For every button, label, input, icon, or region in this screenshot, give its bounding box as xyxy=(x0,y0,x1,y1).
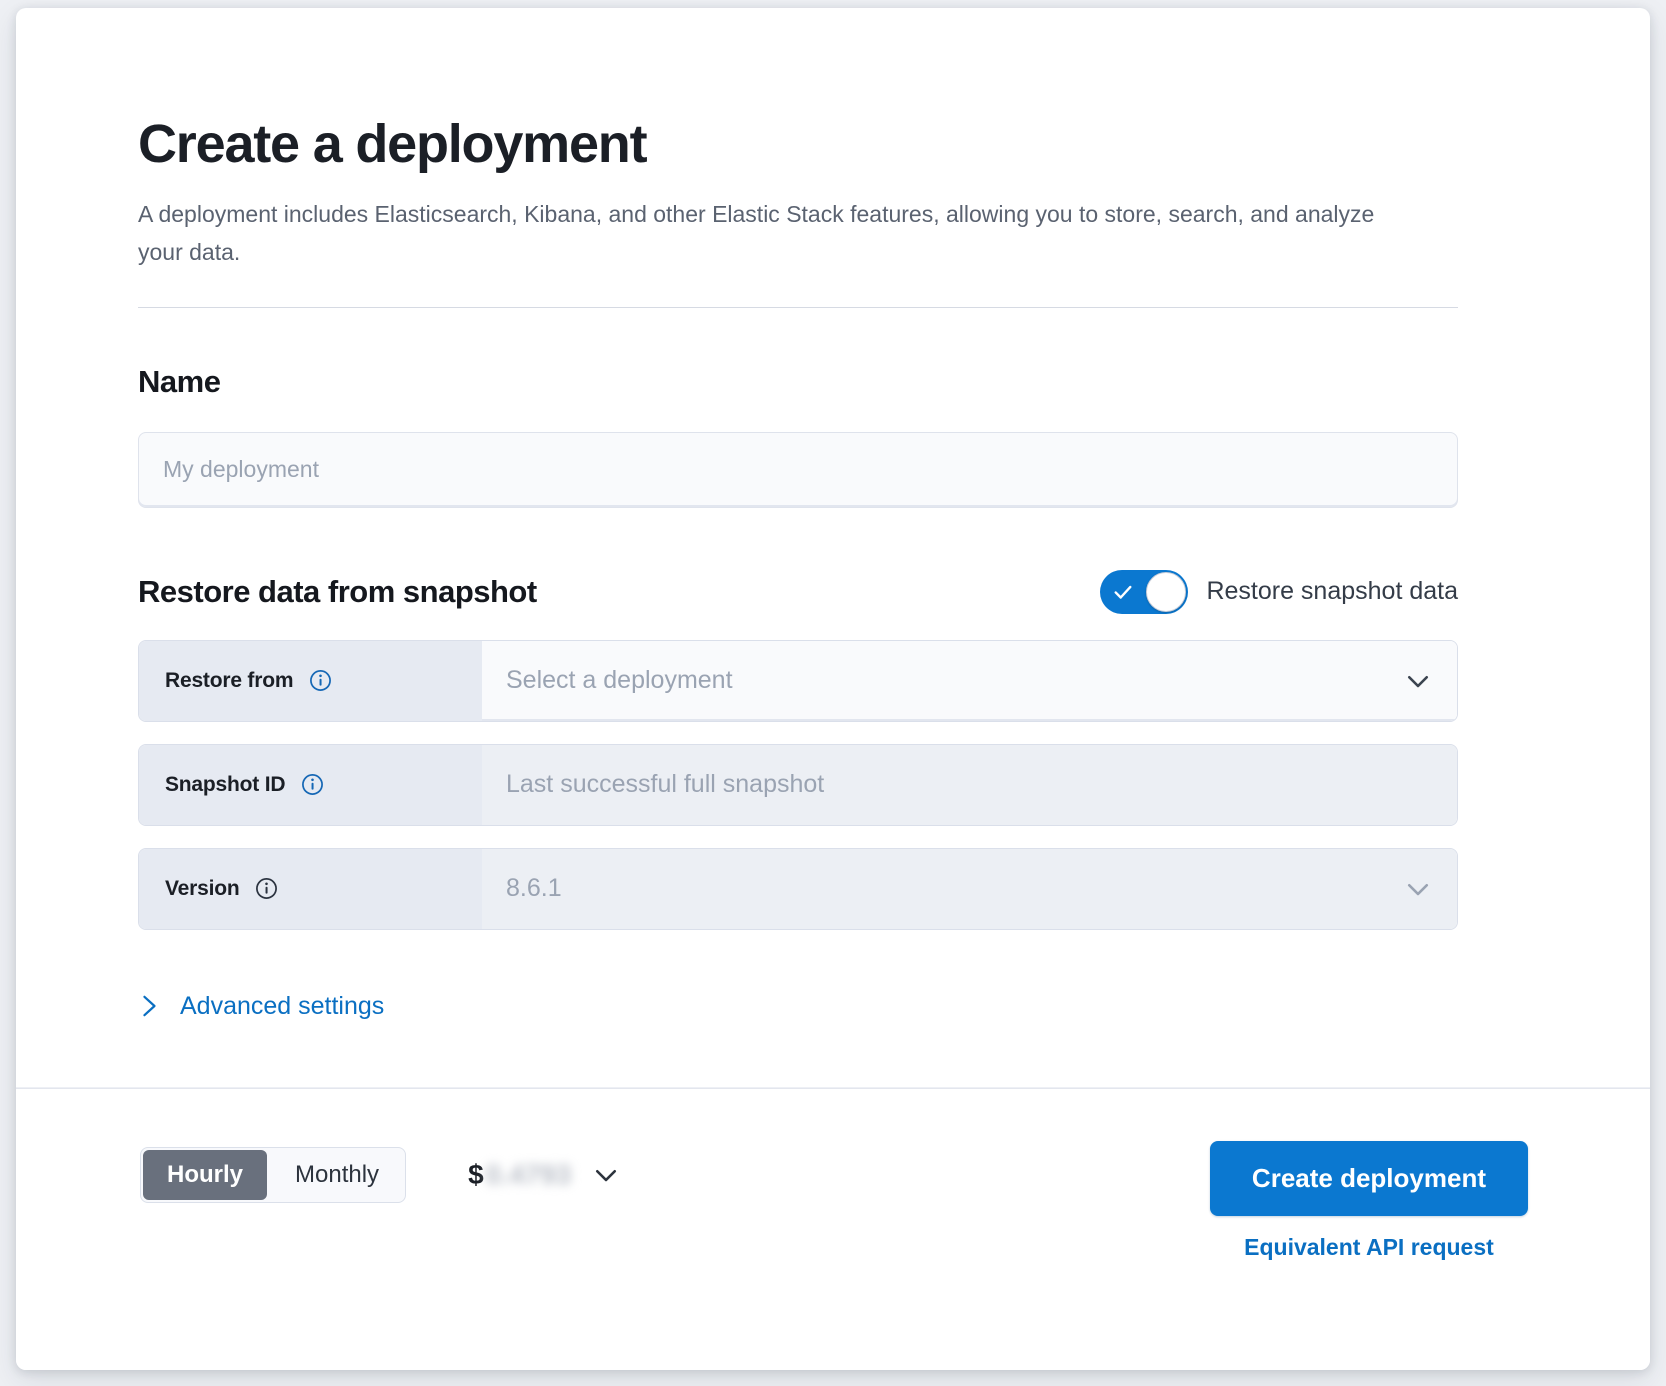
form-body: Create a deployment A deployment include… xyxy=(16,8,1650,1088)
create-deployment-window: Create a deployment A deployment include… xyxy=(16,8,1650,1370)
restore-from-select[interactable]: Select a deployment xyxy=(482,640,1457,721)
billing-option-hourly[interactable]: Hourly xyxy=(143,1150,268,1200)
snapshot-id-label: Snapshot ID xyxy=(165,772,286,796)
price-group[interactable]: $ 0.4793 xyxy=(468,1159,621,1191)
name-section: Name My deployment xyxy=(138,364,1458,508)
snapshot-id-input[interactable]: Last successful full snapshot xyxy=(482,744,1457,825)
check-icon xyxy=(1114,585,1132,599)
restore-from-row[interactable]: Restore from Select a deployment xyxy=(138,639,1458,722)
price-currency: $ xyxy=(468,1159,484,1190)
billing-option-monthly[interactable]: Monthly xyxy=(295,1161,380,1188)
restore-snapshot-toggle[interactable] xyxy=(1100,569,1189,614)
info-circle-icon[interactable] xyxy=(301,773,324,796)
version-row[interactable]: Version 8.6.1 xyxy=(138,847,1458,930)
restore-from-value: Select a deployment xyxy=(506,666,733,695)
restore-toggle-label: Restore snapshot data xyxy=(1206,577,1458,606)
deployment-name-placeholder: My deployment xyxy=(163,456,319,483)
page-subtitle: A deployment includes Elasticsearch, Kib… xyxy=(138,200,1375,265)
chevron-right-icon xyxy=(143,995,156,1017)
version-label-group: Version xyxy=(139,848,482,929)
create-deployment-button[interactable]: Create deployment xyxy=(1209,1141,1528,1216)
deployment-name-input[interactable]: My deployment xyxy=(138,431,1458,508)
toggle-knob xyxy=(1146,571,1187,612)
info-circle-icon[interactable] xyxy=(255,877,278,900)
price-display: $ 0.4793 xyxy=(468,1159,571,1191)
version-select[interactable]: 8.6.1 xyxy=(482,848,1457,929)
header-divider xyxy=(138,306,1458,308)
content-column: Create a deployment A deployment include… xyxy=(138,116,1458,1024)
advanced-settings-label: Advanced settings xyxy=(180,991,385,1020)
info-circle-icon[interactable] xyxy=(309,669,332,692)
equivalent-api-request-link[interactable]: Equivalent API request xyxy=(1244,1234,1494,1260)
chevron-down-icon[interactable] xyxy=(591,1160,621,1190)
restore-from-label: Restore from xyxy=(165,668,294,692)
restore-section-title: Restore data from snapshot xyxy=(138,573,537,609)
price-amount: 0.4793 xyxy=(485,1159,572,1190)
restore-section-header: Restore data from snapshot Restore snaps… xyxy=(138,569,1458,614)
snapshot-id-row[interactable]: Snapshot ID Last successful full snapsho… xyxy=(138,743,1458,826)
restore-toggle-group[interactable]: Restore snapshot data xyxy=(1100,569,1458,614)
footer-right-group: Create deployment Equivalent API request xyxy=(1209,1141,1528,1261)
billing-period-segmented-control[interactable]: Hourly Monthly xyxy=(140,1147,407,1203)
version-value: 8.6.1 xyxy=(506,874,562,903)
snapshot-id-value: Last successful full snapshot xyxy=(506,770,825,799)
page-title: Create a deployment xyxy=(138,114,648,174)
name-section-title: Name xyxy=(138,363,221,399)
footer-left-group: Hourly Monthly $ 0.4793 xyxy=(140,1141,621,1203)
restore-from-label-group: Restore from xyxy=(139,640,482,721)
version-label: Version xyxy=(165,876,240,900)
chevron-down-icon[interactable] xyxy=(1403,874,1433,904)
footer-bar: Hourly Monthly $ 0.4793 Create xyxy=(16,1088,1650,1370)
chevron-down-icon[interactable] xyxy=(1403,666,1433,696)
snapshot-id-label-group: Snapshot ID xyxy=(139,744,482,825)
advanced-settings-toggle[interactable]: Advanced settings xyxy=(138,992,384,1021)
